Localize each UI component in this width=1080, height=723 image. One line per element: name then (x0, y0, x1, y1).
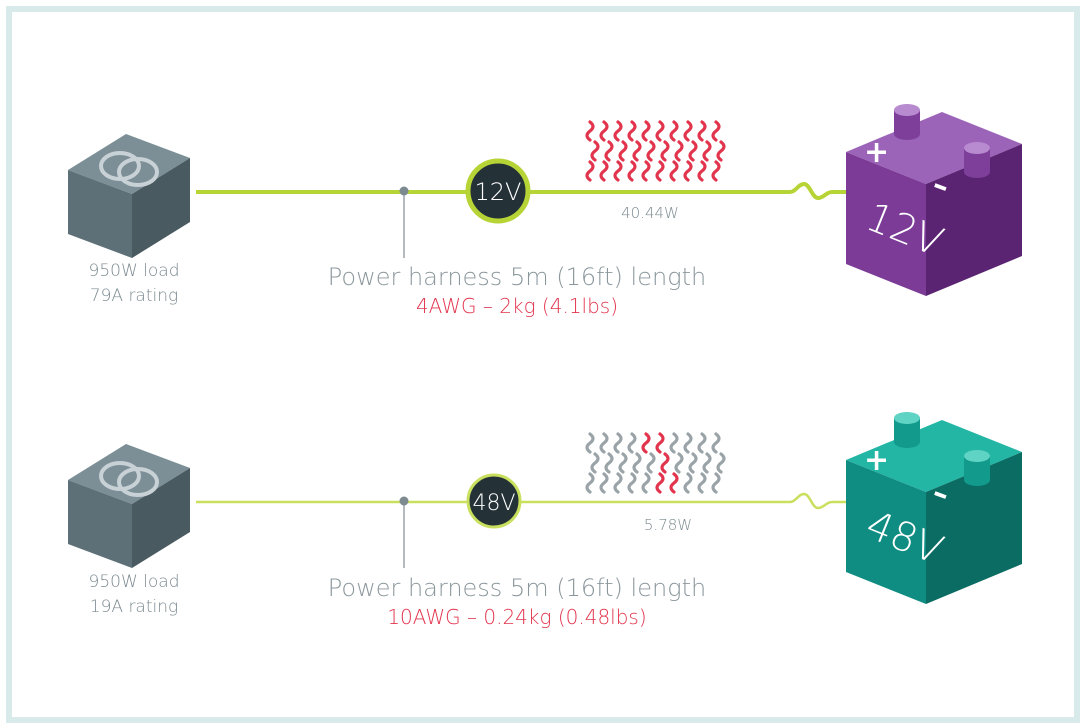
heat-wave-mark (669, 160, 679, 182)
heat-wave-mark (618, 140, 628, 162)
heat-wave-mark (599, 432, 609, 454)
heat-wave-mark (683, 432, 693, 454)
voltage-node-12v: 12V (465, 158, 531, 224)
power-loss-12v: 40.44W (621, 204, 679, 222)
heat-wave-mark (688, 140, 698, 162)
heat-wave-mark (711, 120, 721, 142)
heat-wave-mark (627, 432, 637, 454)
heat-wave-mark (641, 160, 651, 182)
battery-terminal-icon (894, 412, 920, 448)
load-current-rating: 79A rating (89, 286, 179, 306)
heat-wave-mark (613, 472, 623, 494)
heat-wave-mark (711, 160, 721, 182)
harness-tap-12v (399, 186, 409, 196)
battery-12v-icon: + – 12V (846, 104, 1022, 296)
heat-wave-mark (674, 452, 684, 474)
heat-wave-mark (641, 432, 651, 454)
heat-wave-mark (585, 120, 595, 142)
harness-label-12v: Power harness 5m (16ft) length 4AWG – 2k… (328, 262, 706, 320)
heat-wave-mark (613, 432, 623, 454)
heat-wave-mark (613, 120, 623, 142)
heat-wave-mark (627, 120, 637, 142)
heat-wave-mark (604, 452, 614, 474)
heat-wave-mark (697, 160, 707, 182)
heat-wave-mark (669, 432, 679, 454)
heat-wave-mark (627, 472, 637, 494)
heat-wave-mark (627, 160, 637, 182)
heat-wave-mark (655, 432, 665, 454)
heat-wave-mark (599, 472, 609, 494)
load-power: 950W load (88, 261, 180, 281)
heat-wave-mark (669, 120, 679, 142)
harness-title: Power harness 5m (16ft) length (327, 263, 707, 291)
heat-wave-mark (683, 472, 693, 494)
harness-tap-48v (399, 496, 409, 506)
heat-wave-mark (599, 160, 609, 182)
heat-waves-icon (585, 432, 726, 494)
heat-wave-mark (683, 120, 693, 142)
heat-wave-mark (604, 140, 614, 162)
heat-wave-mark (702, 452, 712, 474)
battery-terminal-icon (894, 104, 920, 140)
battery-plus-sign: + (864, 443, 889, 478)
load-label-12v: 950W load 79A rating (89, 259, 180, 309)
voltage-node-48v: 48V (466, 473, 522, 529)
harness-spec: 10AWG – 0.24kg (0.48lbs) (387, 605, 647, 629)
row-48v: 48V + – 48V (66, 412, 1022, 604)
wire-12v (196, 181, 855, 201)
heat-wave-mark (618, 452, 628, 474)
harness-spec: 4AWG – 2kg (4.1lbs) (415, 294, 619, 318)
load-block-icon (66, 442, 192, 570)
heat-wave-mark (702, 140, 712, 162)
heat-wave-mark (585, 432, 595, 454)
heat-wave-mark (585, 472, 595, 494)
heat-wave-mark (613, 160, 623, 182)
heat-wave-mark (660, 452, 670, 474)
voltage-node-label: 48V (472, 491, 515, 516)
heat-wave-mark (655, 160, 665, 182)
harness-label-48v: Power harness 5m (16ft) length 10AWG – 0… (328, 573, 706, 631)
load-current-rating: 19A rating (89, 597, 179, 617)
heat-wave-mark (660, 140, 670, 162)
row-12v: 12V + – 12V (66, 104, 1022, 296)
heat-wave-mark (711, 432, 721, 454)
heat-wave-mark (716, 452, 726, 474)
heat-wave-mark (716, 140, 726, 162)
power-loss-48v: 5.78W (643, 516, 693, 534)
heat-waves-icon (585, 120, 726, 182)
harness-title: Power harness 5m (16ft) length (327, 574, 707, 602)
heat-wave-mark (646, 140, 656, 162)
voltage-node-label: 12V (475, 178, 522, 206)
battery-48v-icon: + – 48V (846, 412, 1022, 604)
heat-wave-mark (641, 120, 651, 142)
heat-wave-mark (683, 160, 693, 182)
heat-wave-mark (655, 120, 665, 142)
heat-wave-mark (585, 160, 595, 182)
heat-wave-mark (697, 432, 707, 454)
heat-wave-mark (632, 140, 642, 162)
heat-wave-mark (697, 120, 707, 142)
load-power: 950W load (88, 572, 180, 592)
heat-wave-mark (632, 452, 642, 474)
battery-terminal-icon (964, 450, 990, 486)
load-block-icon (66, 132, 192, 260)
heat-wave-mark (646, 452, 656, 474)
heat-wave-mark (711, 472, 721, 494)
heat-wave-mark (688, 452, 698, 474)
heat-wave-mark (669, 472, 679, 494)
load-label-48v: 950W load 19A rating (89, 570, 180, 620)
heat-wave-mark (599, 120, 609, 142)
heat-wave-mark (697, 472, 707, 494)
heat-wave-mark (641, 472, 651, 494)
heat-wave-mark (655, 472, 665, 494)
battery-plus-sign: + (864, 135, 889, 170)
wire-48v (196, 492, 855, 510)
heat-wave-mark (590, 140, 600, 162)
heat-wave-mark (674, 140, 684, 162)
heat-wave-mark (590, 452, 600, 474)
battery-terminal-icon (964, 142, 990, 178)
